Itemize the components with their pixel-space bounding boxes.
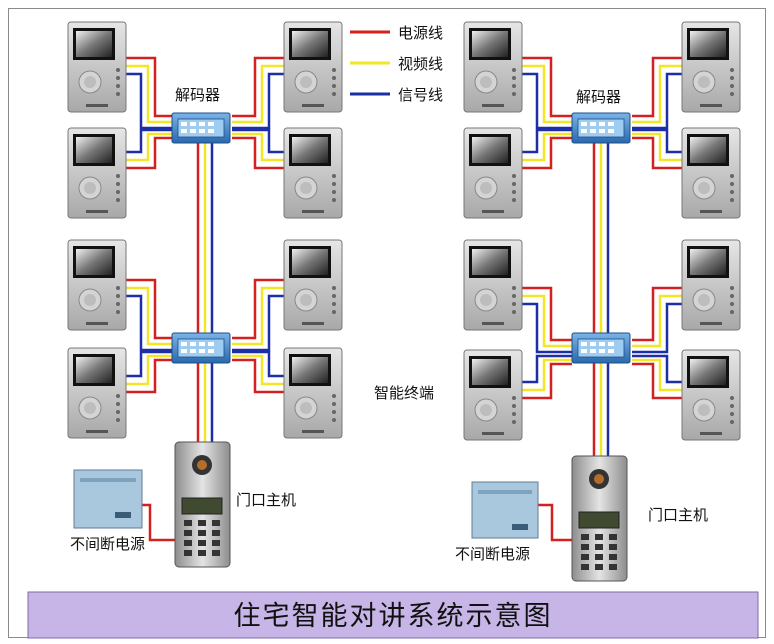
label-door-host-left: 门口主机 xyxy=(236,491,296,509)
label-terminal: 智能终端 xyxy=(374,384,434,402)
legend-label-signal: 信号线 xyxy=(398,86,443,104)
indoor-monitor xyxy=(67,347,127,439)
indoor-monitor xyxy=(681,21,741,113)
decoder-box xyxy=(571,112,631,144)
decoder-box xyxy=(171,112,231,144)
ups-right xyxy=(471,481,539,539)
indoor-monitor xyxy=(463,239,523,331)
indoor-monitor xyxy=(463,127,523,219)
label-decoder-right: 解码器 xyxy=(576,88,621,106)
indoor-monitor xyxy=(283,127,343,219)
diagram-frame xyxy=(8,8,766,638)
indoor-monitor xyxy=(283,347,343,439)
indoor-monitor xyxy=(283,21,343,113)
door-host-left xyxy=(174,441,231,568)
indoor-monitor xyxy=(463,21,523,113)
indoor-monitor xyxy=(681,127,741,219)
label-ups-right: 不间断电源 xyxy=(455,545,530,563)
legend: 电源线 视频线 信号线 xyxy=(350,24,443,104)
legend-label-power: 电源线 xyxy=(398,24,443,42)
label-decoder-left: 解码器 xyxy=(175,86,220,104)
indoor-monitor xyxy=(681,239,741,331)
indoor-monitor xyxy=(67,127,127,219)
indoor-monitor xyxy=(67,239,127,331)
label-ups-left: 不间断电源 xyxy=(70,535,145,553)
ups-left xyxy=(73,469,143,529)
left-wires xyxy=(126,56,284,542)
decoder-box xyxy=(571,332,631,364)
diagram-title: 住宅智能对讲系统示意图 xyxy=(234,601,553,632)
indoor-monitor xyxy=(463,349,523,441)
indoor-monitor xyxy=(681,349,741,441)
indoor-monitor xyxy=(283,239,343,331)
door-host-right xyxy=(571,455,628,582)
legend-label-video: 视频线 xyxy=(398,55,443,73)
title-bar xyxy=(27,591,759,639)
indoor-monitor xyxy=(67,21,127,113)
label-door-host-right: 门口主机 xyxy=(648,506,708,524)
decoder-box xyxy=(171,332,231,364)
right-wires xyxy=(522,56,682,542)
